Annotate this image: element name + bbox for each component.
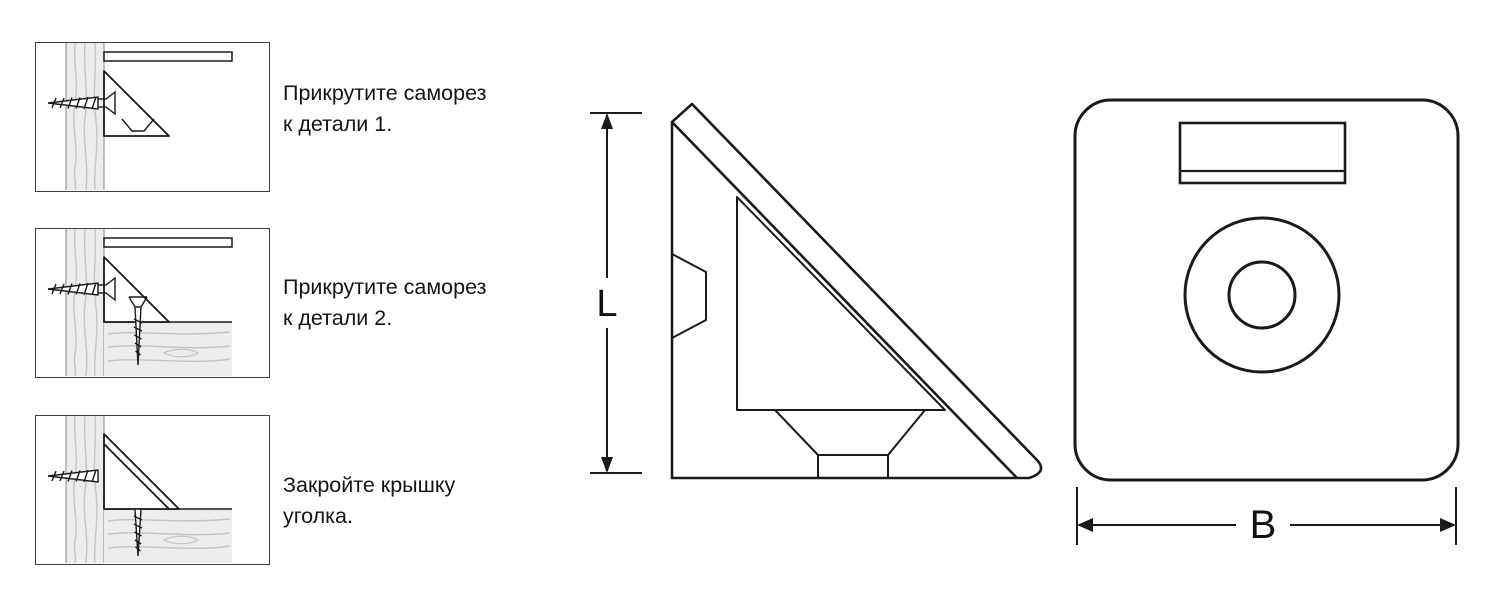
wood-panel [65, 229, 105, 376]
width-dimension-label: B [1250, 503, 1277, 547]
bottom-board [104, 321, 232, 376]
bracket-front-outline [1073, 98, 1460, 482]
horizontal-screw-icon [47, 276, 116, 302]
step-3-drawing [47, 416, 232, 563]
corner-bracket-with-cover [103, 433, 180, 510]
step-3-caption: Закройте крышку уголка. [283, 473, 456, 528]
horizontal-screw-icon [47, 90, 116, 116]
wood-panel [65, 43, 105, 190]
horizontal-screw-icon [47, 469, 99, 483]
bottom-board [104, 508, 232, 563]
bracket-front-view: B [1073, 98, 1460, 547]
step-3-illustration [35, 415, 270, 565]
corner-bracket [103, 70, 170, 137]
width-dimension [1076, 487, 1457, 545]
step-2-caption: Прикрутите саморез к детали 2. [283, 275, 487, 330]
wood-panel [65, 416, 105, 563]
step-1-drawing [47, 43, 233, 190]
step-2-drawing [47, 229, 233, 376]
top-board [103, 237, 233, 248]
step-1-caption: Прикрутите саморез к детали 1. [283, 81, 487, 136]
bracket-side-view: L [590, 102, 1043, 480]
step-2-illustration [35, 228, 270, 378]
bracket-side-outline [670, 102, 1043, 480]
top-board [103, 51, 233, 62]
step-1-illustration [35, 42, 270, 192]
vertical-screw-icon [128, 296, 148, 366]
length-dimension-label: L [596, 283, 617, 325]
bracket-side-details [671, 196, 946, 477]
vertical-screw-icon [133, 508, 143, 557]
length-dimension [590, 112, 642, 474]
